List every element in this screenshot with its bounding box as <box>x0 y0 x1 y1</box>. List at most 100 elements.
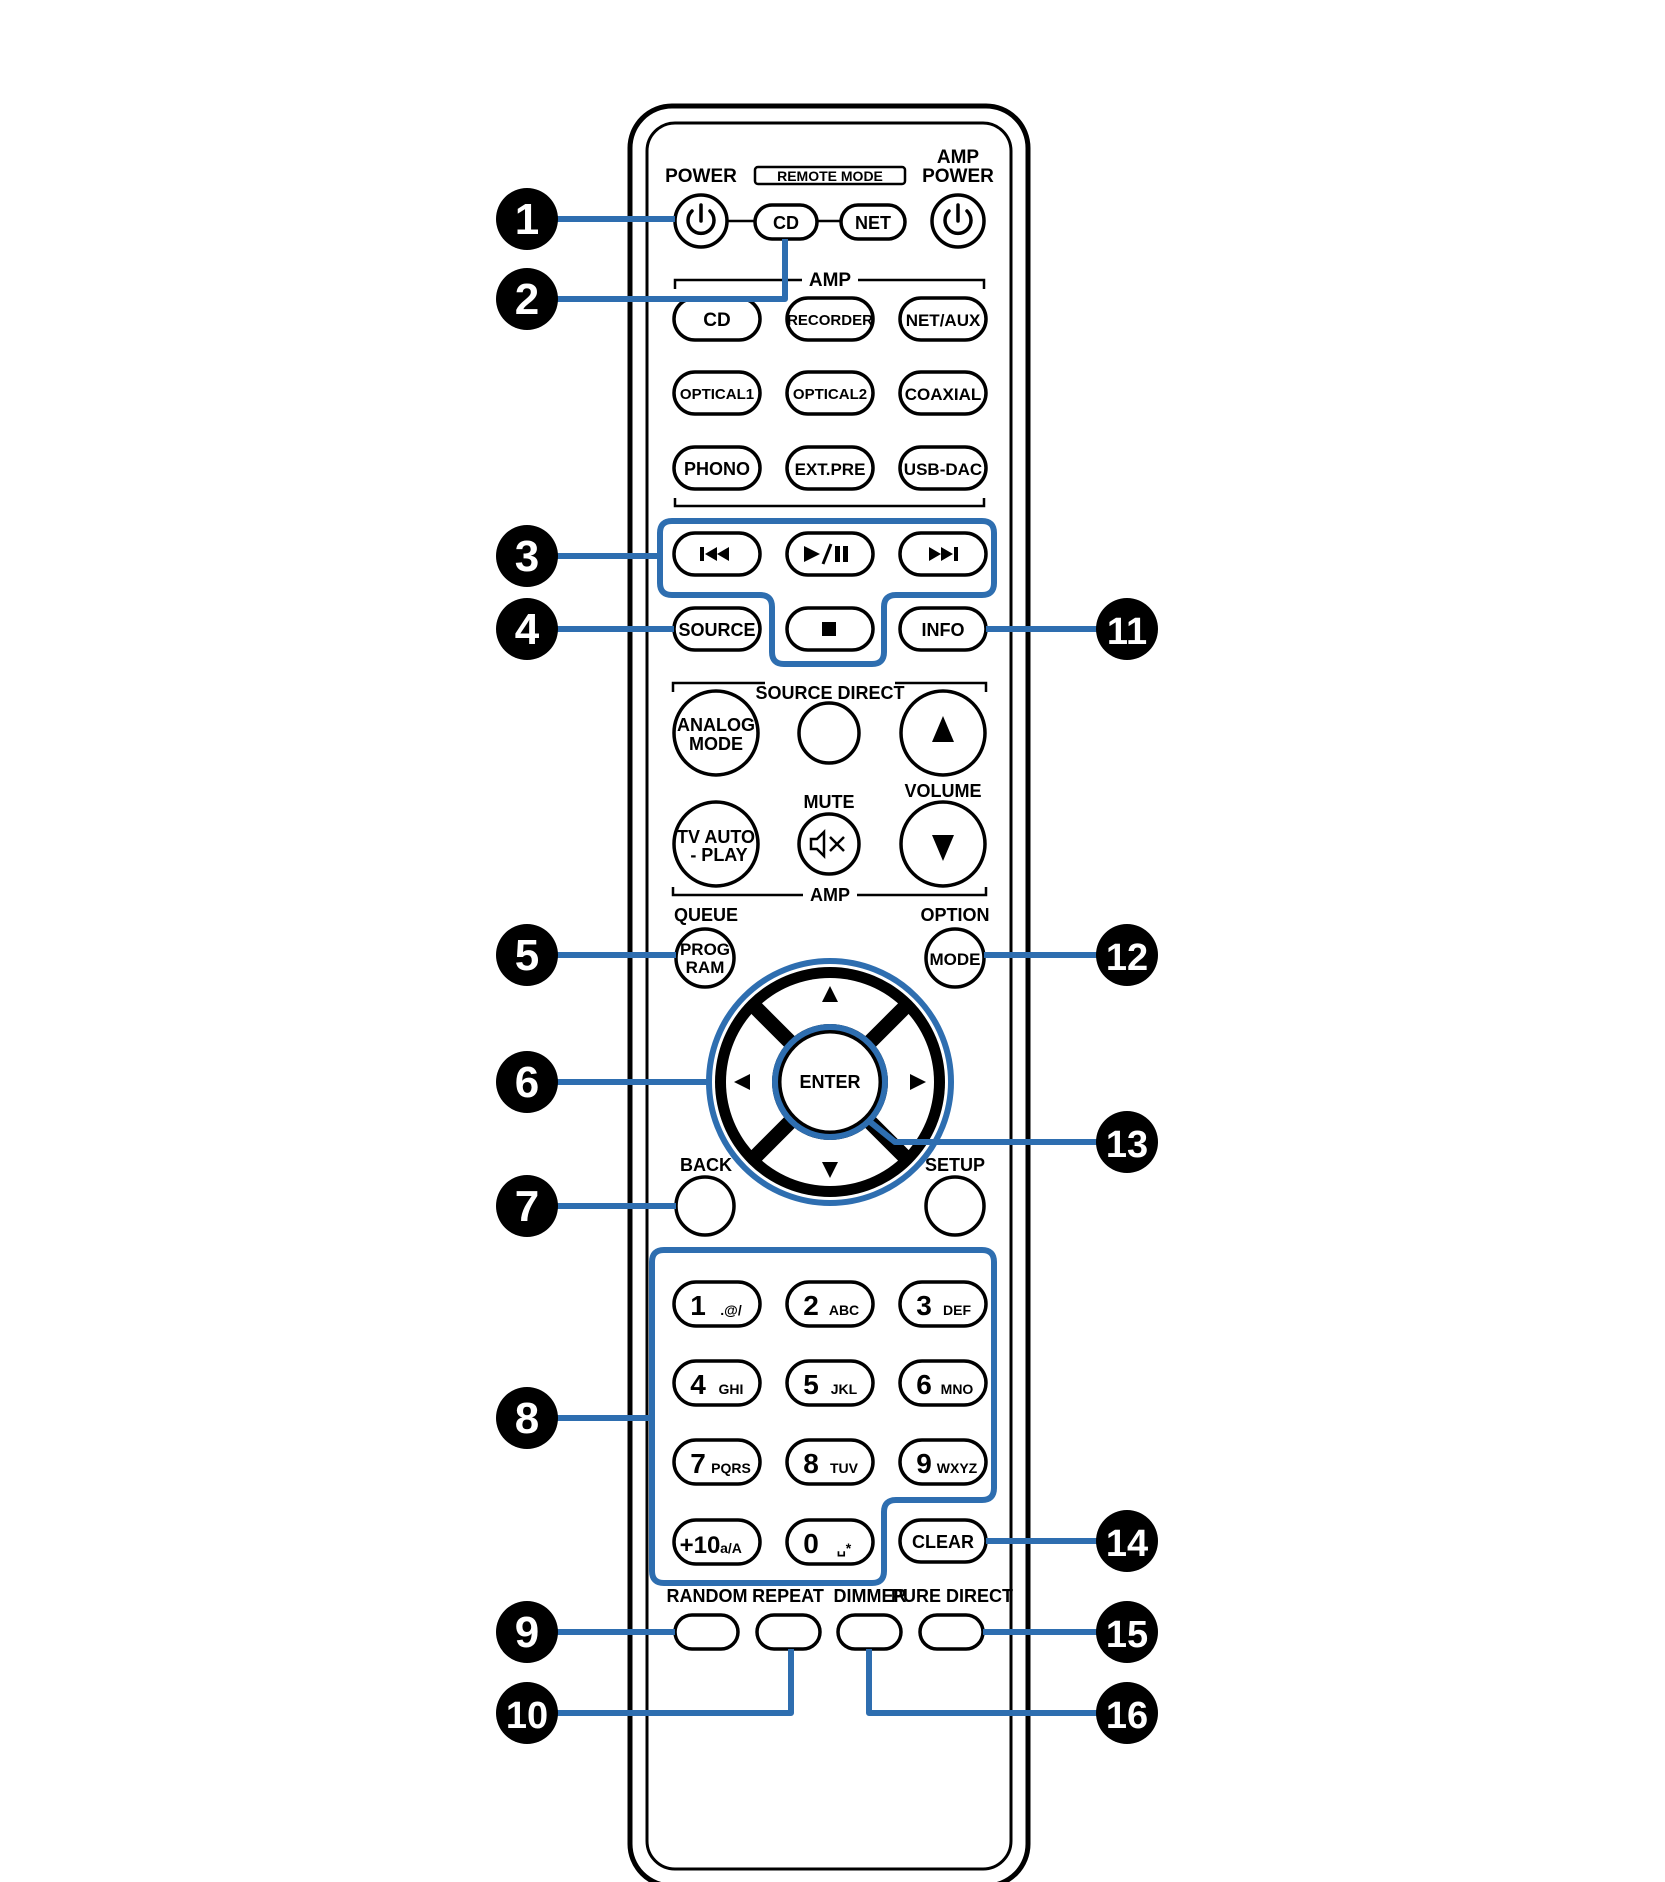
option-label: OPTION <box>920 905 989 925</box>
svg-text:OPTICAL1: OPTICAL1 <box>680 386 754 403</box>
usb-dac-button[interactable]: USB-DAC <box>898 445 988 491</box>
svg-text:9: 9 <box>916 1448 932 1479</box>
remote-mode-label: REMOTE MODE <box>777 168 883 184</box>
stop-button[interactable] <box>785 606 875 652</box>
program-button[interactable]: PROG RAM <box>674 927 736 989</box>
power-icon <box>686 203 716 236</box>
svg-text:INFO: INFO <box>922 620 965 640</box>
mute-label: MUTE <box>804 792 855 812</box>
amp-cd-button[interactable]: CD <box>672 296 762 342</box>
svg-text:- PLAY: - PLAY <box>690 845 747 865</box>
play-pause-icon <box>804 543 848 565</box>
setup-label: SETUP <box>925 1155 985 1175</box>
callout-3: 3 <box>496 525 558 587</box>
svg-text:CLEAR: CLEAR <box>912 1532 974 1552</box>
svg-text:PHONO: PHONO <box>684 459 750 479</box>
amp-power-button[interactable] <box>930 193 986 249</box>
svg-text:4: 4 <box>515 605 540 654</box>
ext-pre-button[interactable]: EXT.PRE <box>785 445 875 491</box>
callout-15: 15 <box>1096 1601 1158 1663</box>
amp-power-label-1: AMP <box>937 147 980 168</box>
amp-power-label-2: POWER <box>922 166 994 187</box>
net-aux-button[interactable]: NET/AUX <box>898 296 988 342</box>
remote-mode-cd-button[interactable]: CD <box>753 203 819 241</box>
svg-text:NET/AUX: NET/AUX <box>906 311 981 330</box>
svg-text:JKL: JKL <box>831 1381 858 1397</box>
svg-text:a/A: a/A <box>720 1540 742 1556</box>
arrow-right-icon[interactable] <box>910 1074 926 1090</box>
enter-button[interactable]: ENTER <box>778 1030 882 1134</box>
setup-button[interactable] <box>924 1175 986 1237</box>
source-direct-button[interactable] <box>797 701 861 765</box>
clear-button[interactable]: CLEAR <box>898 1518 988 1564</box>
repeat-label: REPEAT <box>752 1586 824 1606</box>
callout-16: 16 <box>1096 1682 1158 1744</box>
numpad-key-9[interactable]: 9 WXYZ <box>898 1438 988 1486</box>
numpad-key-0[interactable]: 0␣* <box>785 1518 875 1566</box>
pure-direct-label: PURE DIRECT <box>891 1586 1013 1606</box>
svg-text:6: 6 <box>515 1058 539 1107</box>
svg-text:5: 5 <box>803 1369 819 1400</box>
svg-text:12: 12 <box>1106 937 1148 979</box>
arrow-down-icon[interactable] <box>822 1162 838 1178</box>
svg-text:1: 1 <box>515 195 539 244</box>
source-direct-bracket <box>671 681 988 897</box>
svg-text:4: 4 <box>690 1369 706 1400</box>
svg-text:8: 8 <box>515 1394 539 1443</box>
remote-mode-net-button[interactable]: NET <box>839 203 907 241</box>
callout-5: 5 <box>496 924 558 986</box>
volume-up-button[interactable] <box>899 689 987 777</box>
recorder-button[interactable]: RECORDER <box>785 296 875 342</box>
power-button[interactable] <box>673 193 729 249</box>
svg-text:9: 9 <box>515 1608 539 1657</box>
random-button[interactable] <box>673 1613 740 1651</box>
optical1-button[interactable]: OPTICAL1 <box>672 370 762 416</box>
dimmer-label: DIMMER <box>834 1586 907 1606</box>
svg-text:SOURCE: SOURCE <box>678 620 755 640</box>
play-pause-button[interactable] <box>785 531 875 577</box>
back-button[interactable] <box>674 1175 736 1237</box>
next-button[interactable] <box>898 531 988 577</box>
mode-button[interactable]: MODE <box>924 927 986 989</box>
callout-8: 8 <box>496 1387 558 1449</box>
svg-text:10: 10 <box>506 1695 548 1737</box>
svg-text:COAXIAL: COAXIAL <box>905 385 982 404</box>
info-button[interactable]: INFO <box>898 606 988 652</box>
svg-text:2: 2 <box>515 275 539 324</box>
svg-text:TV AUTO: TV AUTO <box>677 827 755 847</box>
callout-7: 7 <box>496 1175 558 1237</box>
numpad-key-5[interactable]: 5 JKL <box>785 1359 875 1407</box>
svg-text:ENTER: ENTER <box>799 1072 860 1092</box>
numpad-key-1[interactable]: 1.@/ <box>672 1280 762 1328</box>
arrow-up-icon[interactable] <box>822 986 838 1002</box>
previous-button[interactable] <box>672 531 762 577</box>
analog-mode-button[interactable]: ANALOG MODE <box>672 689 760 777</box>
coaxial-button[interactable]: COAXIAL <box>898 370 988 416</box>
svg-text:RAM: RAM <box>686 958 725 977</box>
svg-text:1: 1 <box>690 1290 706 1321</box>
svg-text:14: 14 <box>1106 1523 1148 1565</box>
svg-text:3: 3 <box>916 1290 932 1321</box>
volume-down-button[interactable] <box>899 800 987 888</box>
dimmer-button[interactable] <box>836 1613 903 1651</box>
pure-direct-button[interactable] <box>918 1613 985 1651</box>
svg-text:WXYZ: WXYZ <box>937 1460 978 1476</box>
svg-text:2: 2 <box>803 1290 819 1321</box>
tv-auto-play-button[interactable]: TV AUTO - PLAY <box>672 800 760 888</box>
mute-button[interactable] <box>797 812 861 876</box>
repeat-button[interactable] <box>755 1613 822 1651</box>
arrow-left-icon[interactable] <box>734 1074 750 1090</box>
optical2-button[interactable]: OPTICAL2 <box>785 370 875 416</box>
phono-button[interactable]: PHONO <box>672 445 762 491</box>
source-button[interactable]: SOURCE <box>672 606 762 652</box>
